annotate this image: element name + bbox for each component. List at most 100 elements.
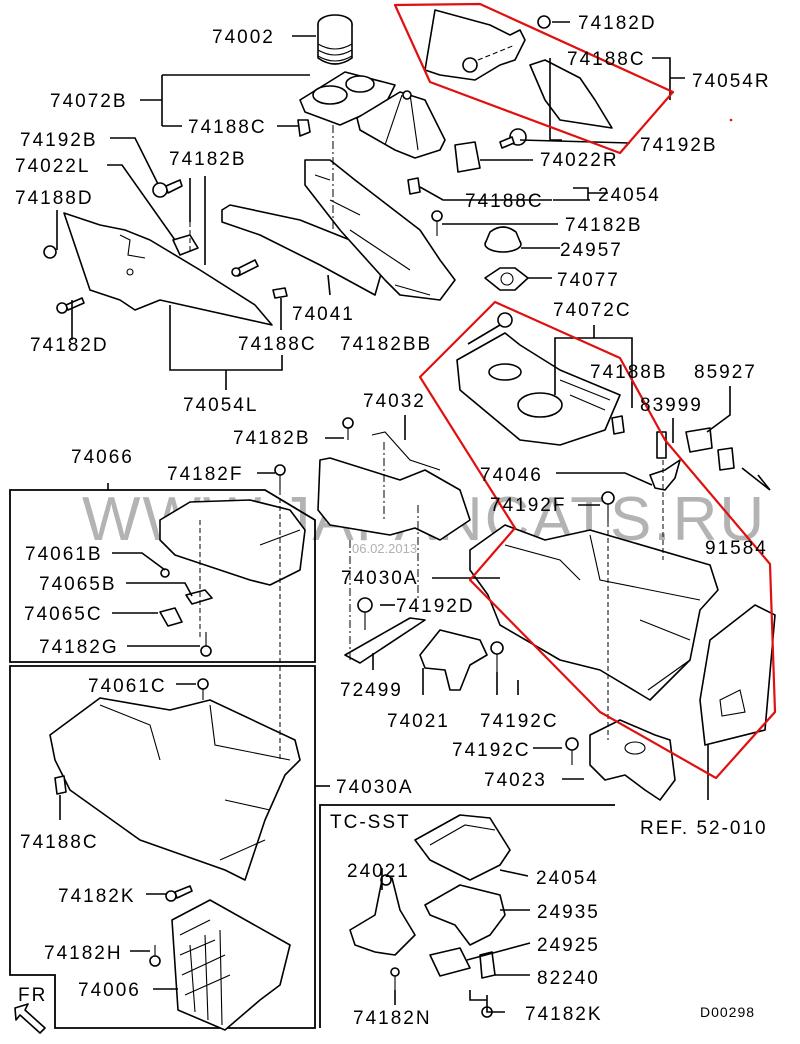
- label-74054L[interactable]: 74054L: [183, 395, 258, 416]
- label-74192B-right[interactable]: 74192B: [640, 135, 718, 156]
- label-74182B[interactable]: 74182B: [565, 215, 643, 236]
- part-74030A-console-box-detail[interactable]: [49, 697, 301, 881]
- part-74041-console-frame[interactable]: [221, 159, 456, 301]
- label-74046[interactable]: 74046: [480, 465, 543, 486]
- part-74188D-clip[interactable]: [43, 245, 57, 259]
- part-74072C-cup-holder[interactable]: [456, 332, 621, 446]
- label-24957[interactable]: 24957: [560, 240, 623, 261]
- part-74182G-screw[interactable]: [200, 632, 212, 657]
- part-74023-bracket[interactable]: [589, 719, 676, 801]
- part-74021-bracket[interactable]: [419, 629, 488, 691]
- label-74065C[interactable]: 74065C: [24, 604, 103, 625]
- part-74030A-console-box-main[interactable]: [469, 524, 719, 701]
- part-74192D-bolt[interactable]: [357, 597, 373, 630]
- label-91584[interactable]: 91584: [705, 538, 768, 559]
- label-24935[interactable]: 24935: [537, 902, 600, 923]
- label-74061C[interactable]: 74061C: [88, 676, 167, 697]
- label-74023[interactable]: 74023: [484, 770, 547, 791]
- part-74006-storage-tray[interactable]: [171, 899, 291, 1031]
- part-74061C-stopper[interactable]: [197, 678, 209, 700]
- label-74188C[interactable]: 74188C: [188, 117, 267, 138]
- label-74030A[interactable]: 74030A: [341, 568, 419, 589]
- label-74182F[interactable]: 74182F: [167, 464, 243, 485]
- label-74061B[interactable]: 74061B: [25, 544, 103, 565]
- part-91584-socket[interactable]: [717, 447, 735, 471]
- part-74182BB-nut[interactable]: [497, 312, 513, 328]
- label-74192C[interactable]: 74192C: [452, 740, 531, 761]
- label-82240[interactable]: 82240: [537, 968, 600, 989]
- label-74002[interactable]: 74002: [212, 27, 275, 48]
- part-74182N-screw[interactable]: [390, 967, 400, 990]
- label-74182BB[interactable]: 74182BB: [340, 334, 432, 355]
- label-85927[interactable]: 85927: [694, 362, 757, 383]
- label-74072C[interactable]: 74072C: [553, 300, 632, 321]
- label-74182B[interactable]: 74182B: [233, 428, 311, 449]
- part-74182D-screw-left[interactable]: [56, 297, 85, 314]
- label-74021[interactable]: 74021: [387, 711, 450, 732]
- label-74192F[interactable]: 74192F: [490, 495, 566, 516]
- part-24957-knob[interactable]: [484, 226, 522, 253]
- part-74046-clip[interactable]: [649, 459, 681, 491]
- label-24054[interactable]: 24054: [598, 185, 661, 206]
- part-74192B-bolt-right[interactable]: [499, 128, 527, 149]
- part-74188B-clip[interactable]: [611, 415, 625, 435]
- label-74041[interactable]: 74041: [292, 304, 355, 325]
- label-24925[interactable]: 24925: [537, 935, 600, 956]
- label-74182D-right[interactable]: 74182D: [578, 13, 657, 34]
- part-74065C-hinge[interactable]: [159, 607, 183, 627]
- part-74182F-screw[interactable]: [274, 464, 286, 490]
- part-72499-rail[interactable]: [344, 617, 426, 664]
- label-74182K[interactable]: 74182K: [58, 886, 136, 907]
- label-74192C[interactable]: 74192C: [480, 711, 559, 732]
- part-74192C-bolt-a[interactable]: [490, 641, 504, 672]
- part-74022L-bracket-left[interactable]: [172, 234, 199, 256]
- label-74054R[interactable]: 74054R: [692, 71, 771, 92]
- label-74182B[interactable]: 74182B: [169, 149, 247, 170]
- label-74192D[interactable]: 74192D: [396, 596, 475, 617]
- part-74182K-screw-a[interactable]: [165, 885, 193, 902]
- part-74182B-screw-c[interactable]: [342, 417, 354, 440]
- label-74077[interactable]: 74077: [557, 270, 620, 291]
- label-74065B[interactable]: 74065B: [39, 574, 117, 595]
- label-74022L[interactable]: 74022L: [15, 156, 90, 177]
- label-74182K[interactable]: 74182K: [525, 1004, 603, 1025]
- label-74022R[interactable]: 74022R: [540, 150, 619, 171]
- label-74182G[interactable]: 74182G: [39, 637, 119, 658]
- part-74077-ring[interactable]: [484, 267, 529, 291]
- label-74032[interactable]: 74032: [363, 391, 426, 412]
- part-74066-armrest-lid[interactable]: [159, 499, 306, 586]
- part-74182B-screw-b[interactable]: [431, 210, 443, 236]
- label-74188C[interactable]: 74188C: [567, 49, 646, 70]
- part-24054-shift-panel-sst[interactable]: [414, 814, 511, 881]
- part-74002-cup-insert[interactable]: [317, 14, 353, 65]
- label-74072B[interactable]: 74072B: [50, 91, 128, 112]
- part-24935-indicator[interactable]: [424, 884, 506, 946]
- part-74182H-screw[interactable]: [149, 945, 161, 967]
- label-72499[interactable]: 72499: [340, 680, 403, 701]
- label-74188D[interactable]: 74188D: [15, 188, 94, 209]
- part-74192F-bolt[interactable]: [601, 491, 615, 522]
- part-74061B-stopper[interactable]: [160, 568, 170, 578]
- label-74182D-left[interactable]: 74182D: [30, 335, 109, 356]
- label-24054[interactable]: 24054: [536, 868, 599, 889]
- label-74188B[interactable]: 74188B: [590, 362, 668, 383]
- part-74188C-clip-d[interactable]: [407, 177, 421, 195]
- part-74192B-bolt-left[interactable]: [152, 179, 183, 198]
- part-74072B-cup-holder[interactable]: [299, 71, 396, 126]
- reference-label[interactable]: REF. 52-010: [640, 818, 768, 839]
- part-74182B-screw-a[interactable]: [231, 259, 259, 277]
- label-74192B[interactable]: 74192B: [20, 130, 98, 151]
- label-24021[interactable]: 24021: [347, 861, 410, 882]
- part-ref-52-010-cover[interactable]: [699, 604, 776, 746]
- label-74188C[interactable]: 74188C: [465, 191, 544, 212]
- part-74054L-side-panel-left[interactable]: [63, 212, 273, 326]
- part-74188C-clip-e[interactable]: [54, 775, 67, 795]
- part-24925-switch[interactable]: [429, 947, 471, 977]
- label-83999[interactable]: 83999: [640, 395, 703, 416]
- part-24021-boot-sst[interactable]: [349, 874, 416, 956]
- part-74192C-bolt-b[interactable]: [565, 737, 579, 765]
- label-74182N[interactable]: 74182N: [353, 1008, 432, 1029]
- part-85927-socket[interactable]: [685, 427, 713, 453]
- part-74188C-clip-b[interactable]: [272, 287, 288, 299]
- label-74066[interactable]: 74066: [71, 447, 134, 468]
